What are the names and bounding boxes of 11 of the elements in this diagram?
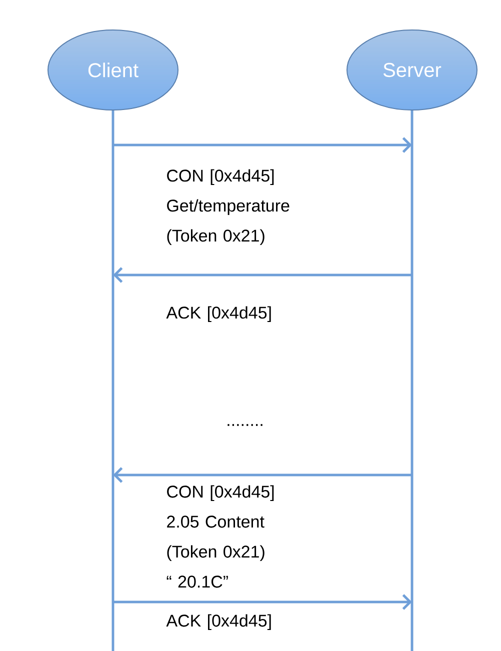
edge-label: CON [0x4d45] Get/temperature (Token 0x21): [165, 168, 290, 246]
arrow: [113, 267, 412, 283]
arrow: [113, 137, 412, 153]
edge-label: ACK [0x4d45]: [165, 613, 276, 632]
edge-label: CON [0x4d45] 2.05 Content (Token 0x21) “ 20.1C”: [165, 484, 276, 589]
edge-label: ACK [0x4d45]: [165, 305, 276, 324]
ellipsis: ........: [228, 424, 262, 426]
arrow: [113, 467, 412, 483]
ellipse-node: Client: [48, 30, 178, 110]
ellipse-node: Server: [346, 30, 478, 110]
arrow: [113, 594, 412, 610]
